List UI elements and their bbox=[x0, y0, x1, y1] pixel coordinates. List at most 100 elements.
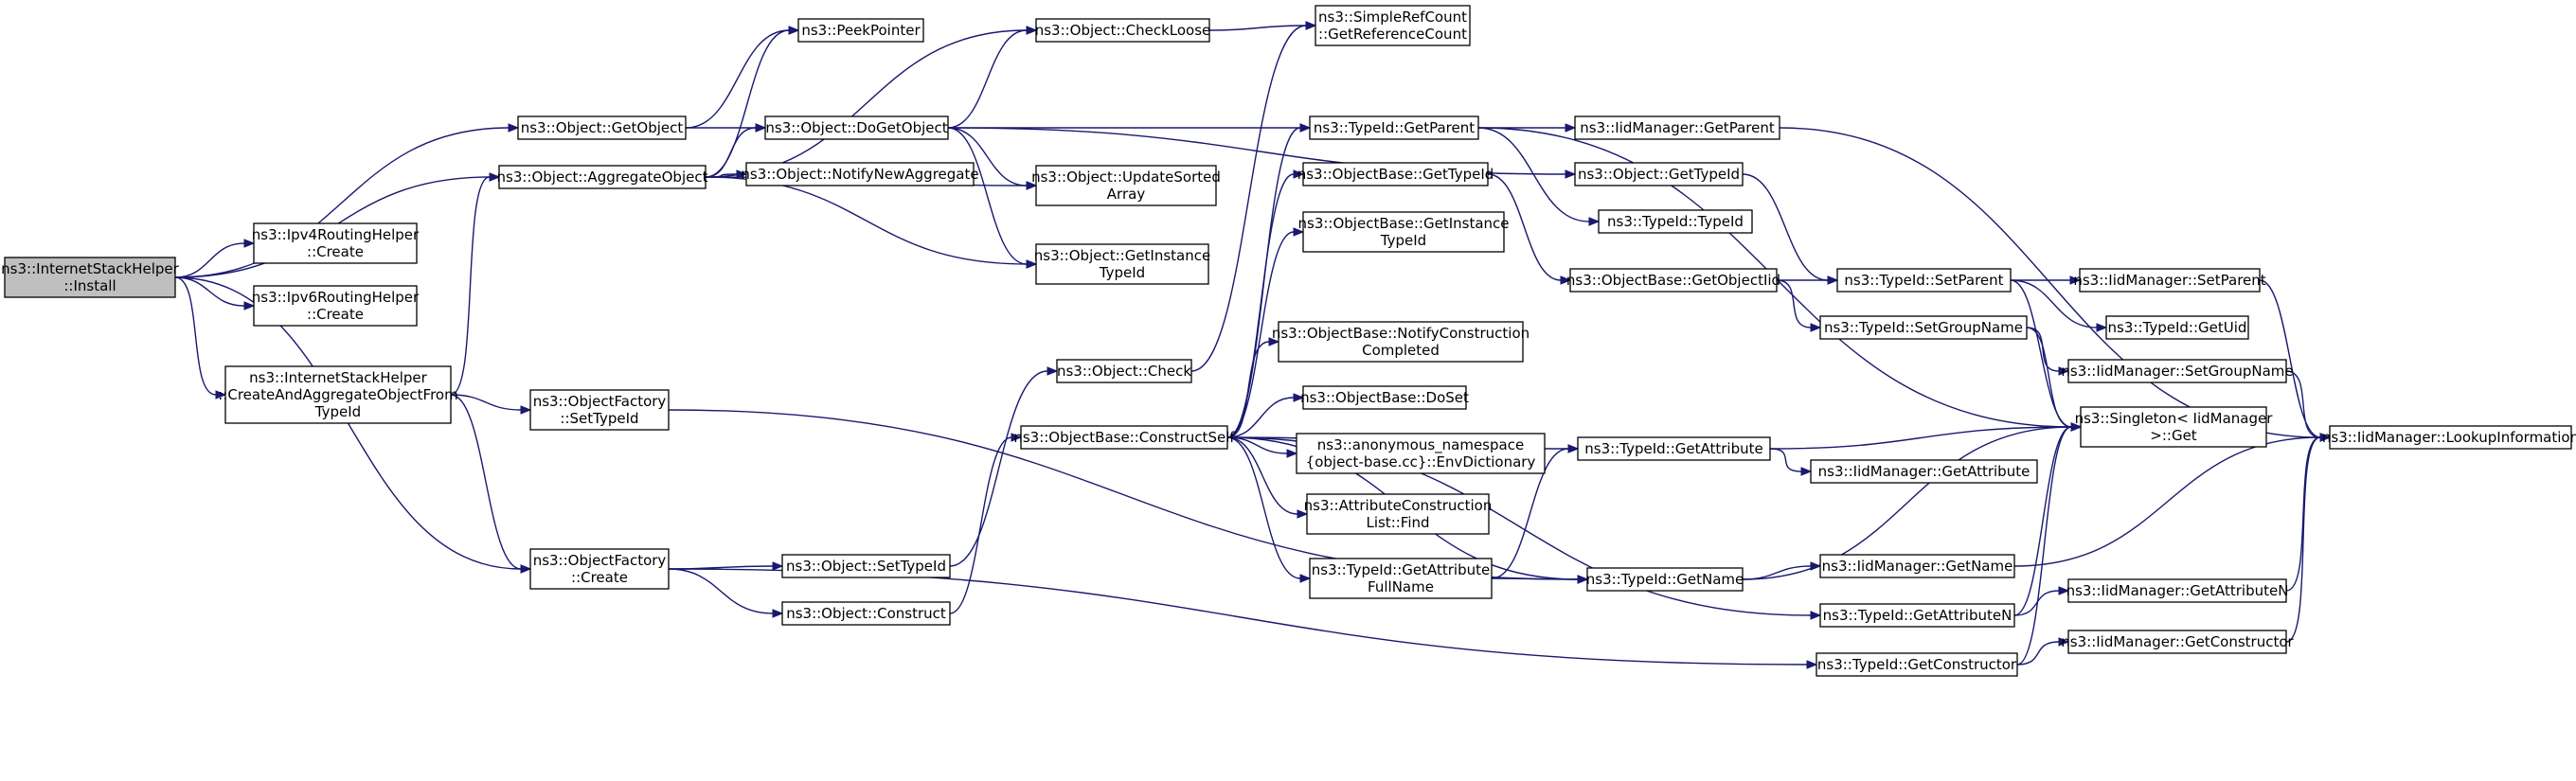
node-ipv4Create[interactable]: ns3::Ipv4RoutingHelper::Create bbox=[252, 222, 420, 264]
node-box[interactable] bbox=[1836, 268, 2012, 293]
edge-objSetTypeId-to-objCheck bbox=[949, 366, 1059, 567]
node-box[interactable] bbox=[1302, 162, 1489, 186]
node-box[interactable] bbox=[1309, 115, 1479, 140]
edge-root-to-getObject bbox=[174, 123, 520, 278]
node-objCheck[interactable]: ns3::Object::Check bbox=[1056, 359, 1192, 383]
node-box[interactable] bbox=[2067, 578, 2287, 603]
node-box[interactable] bbox=[2067, 630, 2287, 654]
node-box[interactable] bbox=[2080, 406, 2267, 448]
node-doGetObject[interactable]: ns3::Object::DoGetObject bbox=[764, 115, 949, 140]
node-tidGetParent[interactable]: ns3::TypeId::GetParent bbox=[1309, 115, 1479, 140]
node-getObject[interactable]: ns3::Object::GetObject bbox=[517, 115, 687, 140]
node-box[interactable] bbox=[1816, 652, 2018, 677]
node-peekPointer[interactable]: ns3::PeekPointer bbox=[797, 18, 924, 43]
node-constructSelf[interactable]: ns3::ObjectBase::ConstructSelf bbox=[1013, 425, 1235, 450]
node-box[interactable] bbox=[1574, 162, 1744, 186]
node-box[interactable] bbox=[1574, 115, 1780, 140]
node-iidGetName[interactable]: ns3::IidManager::GetName bbox=[1819, 554, 2015, 578]
node-tidGetAttr[interactable]: ns3::TypeId::GetAttribute bbox=[1577, 436, 1771, 461]
node-box[interactable] bbox=[1577, 436, 1771, 461]
node-box[interactable] bbox=[2067, 359, 2287, 383]
node-root[interactable]: ns3::InternetStackHelper::Install bbox=[1, 257, 180, 298]
node-getRefCount[interactable]: ns3::SimpleRefCount::GetReferenceCount bbox=[1315, 5, 1471, 46]
node-obDoSet[interactable]: ns3::ObjectBase::DoSet bbox=[1300, 385, 1469, 410]
node-iidSetGroupName[interactable]: ns3::IidManager::SetGroupName bbox=[2061, 359, 2294, 383]
node-tidGetCtor[interactable]: ns3::TypeId::GetConstructor bbox=[1816, 652, 2018, 677]
node-box[interactable] bbox=[1056, 359, 1192, 383]
node-box[interactable] bbox=[1819, 315, 2028, 340]
node-box[interactable] bbox=[781, 554, 951, 578]
node-box[interactable] bbox=[498, 165, 707, 189]
node-box[interactable] bbox=[1296, 433, 1546, 474]
node-label-line: Completed bbox=[1362, 342, 1440, 359]
node-iidGetAttr[interactable]: ns3::IidManager::GetAttribute bbox=[1810, 459, 2038, 484]
node-box[interactable] bbox=[1586, 567, 1744, 592]
node-box[interactable] bbox=[1569, 268, 1778, 293]
node-ofSetTypeId[interactable]: ns3::ObjectFactory::SetTypeId bbox=[529, 389, 670, 431]
node-label-line: ns3::Object::GetInstance bbox=[1034, 247, 1210, 264]
node-box[interactable] bbox=[1035, 243, 1209, 285]
node-tidGetUid[interactable]: ns3::TypeId::GetUid bbox=[2105, 315, 2249, 340]
node-iidGetCtor[interactable]: ns3::IidManager::GetConstructor bbox=[2061, 630, 2295, 654]
node-notifyNewAgg[interactable]: ns3::Object::NotifyNewAggregate bbox=[741, 162, 979, 186]
node-box[interactable] bbox=[1315, 5, 1471, 46]
node-box[interactable] bbox=[781, 601, 951, 626]
node-iidLookup[interactable]: ns3::IidManager::LookupInformation bbox=[2322, 425, 2576, 450]
node-box[interactable] bbox=[797, 18, 924, 43]
node-label-line: ns3::TypeId::SetGroupName bbox=[1824, 319, 2023, 336]
node-objGetTypeId[interactable]: ns3::Object::GetTypeId bbox=[1574, 162, 1744, 186]
node-objSetTypeId[interactable]: ns3::Object::SetTypeId bbox=[781, 554, 951, 578]
node-box[interactable] bbox=[1306, 493, 1490, 535]
node-box[interactable] bbox=[224, 365, 452, 424]
node-box[interactable] bbox=[1598, 209, 1753, 234]
node-box[interactable] bbox=[745, 162, 975, 186]
node-tidGetName[interactable]: ns3::TypeId::GetName bbox=[1586, 567, 1744, 592]
node-box[interactable] bbox=[253, 285, 418, 327]
node-createAgg[interactable]: ns3::InternetStackHelper::CreateAndAggre… bbox=[218, 365, 458, 424]
node-tidSetGroupName[interactable]: ns3::TypeId::SetGroupName bbox=[1819, 315, 2028, 340]
node-box[interactable] bbox=[1819, 554, 2015, 578]
node-box[interactable] bbox=[764, 115, 949, 140]
node-iidGetAttrN[interactable]: ns3::IidManager::GetAttributeN bbox=[2066, 578, 2289, 603]
node-box[interactable] bbox=[2079, 268, 2261, 293]
node-box[interactable] bbox=[1278, 321, 1524, 363]
node-obNotify[interactable]: ns3::ObjectBase::NotifyConstructionCompl… bbox=[1272, 321, 1530, 363]
node-box[interactable] bbox=[1309, 558, 1493, 599]
node-obGetTypeId[interactable]: ns3::ObjectBase::GetTypeId bbox=[1297, 162, 1494, 186]
node-aggregateObject[interactable]: ns3::Object::AggregateObject bbox=[497, 165, 708, 189]
node-tidSetParent[interactable]: ns3::TypeId::SetParent bbox=[1836, 268, 2012, 293]
node-tidTypeId[interactable]: ns3::TypeId::TypeId bbox=[1598, 209, 1753, 234]
node-iidGetParent[interactable]: ns3::IidManager::GetParent bbox=[1574, 115, 1780, 140]
node-box[interactable] bbox=[517, 115, 687, 140]
node-box[interactable] bbox=[253, 222, 418, 264]
node-box[interactable] bbox=[529, 548, 670, 590]
node-ipv6Create[interactable]: ns3::Ipv6RoutingHelper::Create bbox=[252, 285, 420, 327]
node-box[interactable] bbox=[1035, 165, 1217, 206]
node-box[interactable] bbox=[1819, 603, 2015, 628]
node-box[interactable] bbox=[1302, 211, 1505, 253]
node-label-line: ns3::TypeId::GetAttributeN bbox=[1823, 607, 2012, 624]
node-box[interactable] bbox=[1302, 385, 1467, 410]
node-iidSetParent[interactable]: ns3::IidManager::SetParent bbox=[2073, 268, 2266, 293]
node-box[interactable] bbox=[2105, 315, 2249, 340]
node-box[interactable] bbox=[1035, 18, 1210, 43]
node-box[interactable] bbox=[4, 257, 176, 298]
node-checkLoose[interactable]: ns3::Object::CheckLoose bbox=[1035, 18, 1211, 43]
edge-line bbox=[2285, 436, 2321, 643]
node-objConstruct[interactable]: ns3::Object::Construct bbox=[781, 601, 951, 626]
node-box[interactable] bbox=[2329, 425, 2572, 450]
node-box[interactable] bbox=[529, 389, 670, 431]
node-box[interactable] bbox=[1020, 425, 1228, 450]
node-box[interactable] bbox=[1810, 459, 2038, 484]
node-obGetObjectIid[interactable]: ns3::ObjectBase::GetObjectIid bbox=[1566, 268, 1780, 293]
node-singletonGet[interactable]: ns3::Singleton< IidManager >::Get bbox=[2075, 406, 2274, 448]
node-tidGetAttrN[interactable]: ns3::TypeId::GetAttributeN bbox=[1819, 603, 2015, 628]
node-envDict[interactable]: ns3::anonymous_namespace{object-base.cc}… bbox=[1296, 433, 1546, 474]
node-ofCreate[interactable]: ns3::ObjectFactory::Create bbox=[529, 548, 670, 590]
